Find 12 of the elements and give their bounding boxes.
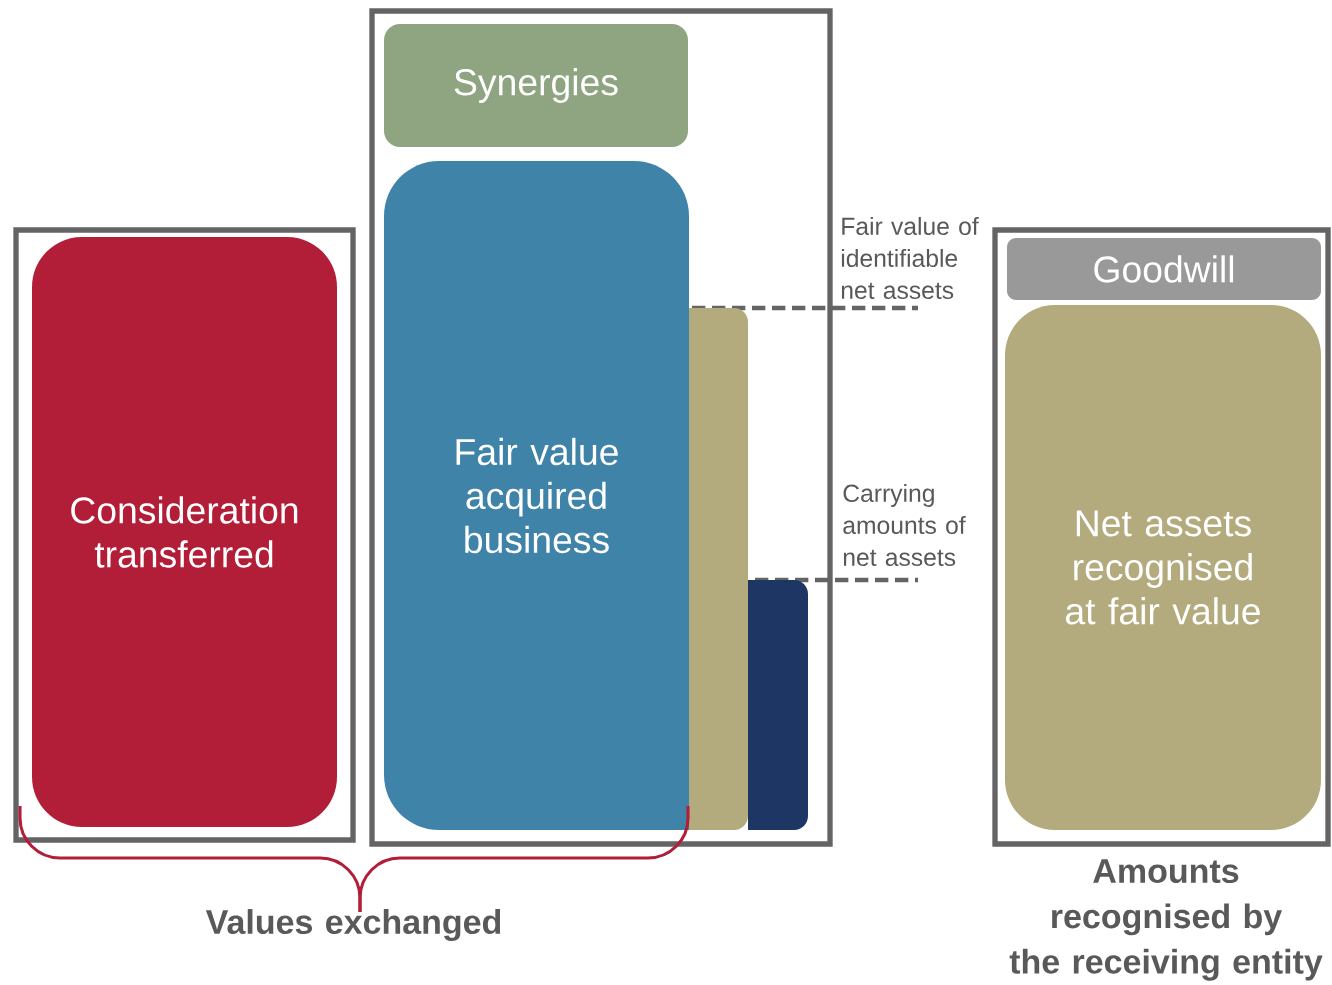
value-block: Fair value acquired business bbox=[384, 161, 689, 830]
frame bbox=[992, 227, 1331, 847]
label-text: Fair value of identifiable net assets bbox=[841, 216, 979, 300]
value-block: Consideration transferred bbox=[32, 237, 337, 827]
value-block: Synergies bbox=[384, 24, 688, 147]
bar bbox=[689, 308, 748, 830]
label-text: Carrying amounts of net assets bbox=[843, 483, 966, 567]
value-block: Goodwill bbox=[1007, 238, 1321, 300]
caption-text: Values exchanged bbox=[205, 909, 501, 941]
frame bbox=[369, 8, 833, 847]
value-block: Net assets recognised at fair value bbox=[1005, 305, 1321, 830]
bar bbox=[748, 580, 808, 830]
